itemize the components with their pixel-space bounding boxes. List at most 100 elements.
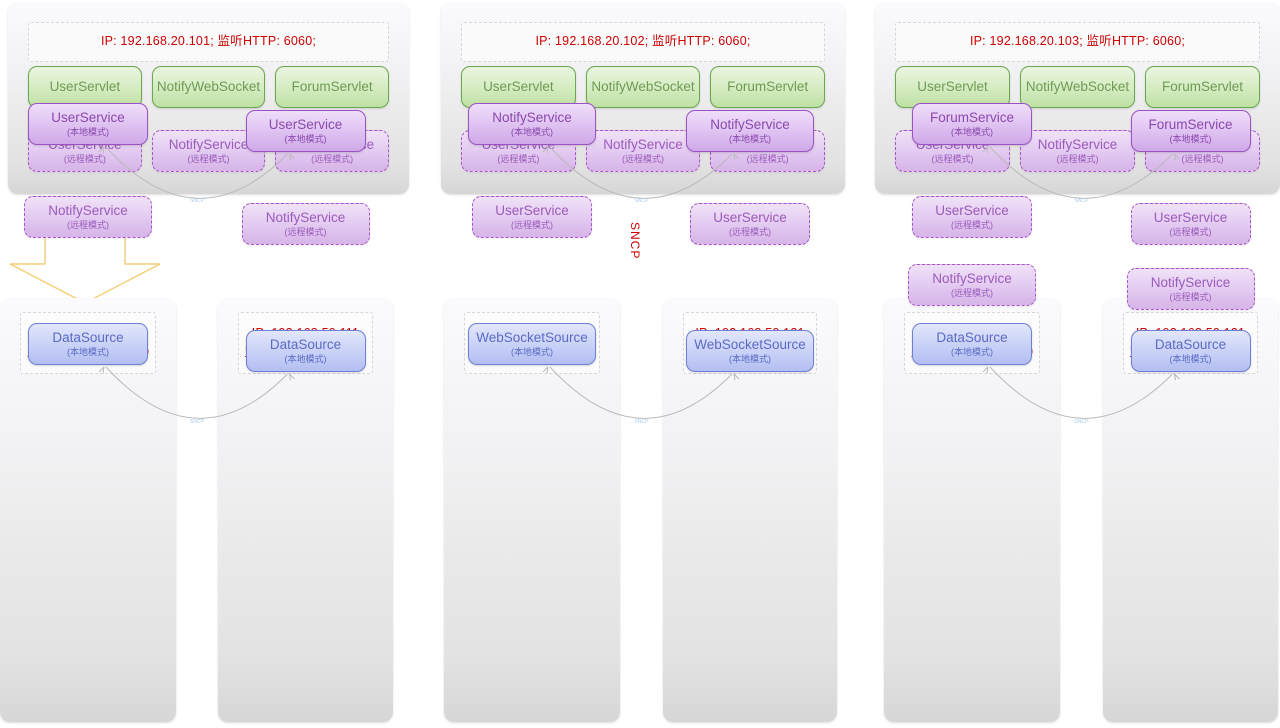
- service-box-remote: NotifyService(远程模式): [24, 196, 152, 238]
- node-title: DataSource: [269, 337, 342, 353]
- node-title: NotifyService: [1150, 275, 1231, 291]
- service-node-panel-1: IP: 192.168.50.110监听SNCP服务: 7070UserServ…: [0, 103, 176, 722]
- service-box-remote: NotifyService(远程模式): [241, 203, 370, 245]
- node-mode: (本地模式): [511, 346, 553, 357]
- service-box-remote: NotifyService(远程模式): [1126, 268, 1255, 310]
- datasource-box: WebSocketSource(本地模式): [468, 323, 596, 365]
- node-mode: (远程模式): [951, 287, 993, 298]
- node-title: UserService: [1153, 210, 1228, 226]
- service-box-local: NotifyService(本地模式): [468, 103, 596, 145]
- node-title: ForumServlet: [291, 79, 373, 95]
- sncp-link-label: SNCP: [635, 419, 650, 425]
- node-mode: (远程模式): [931, 153, 974, 164]
- ip-text: IP: 192.168.20.102; 监听HTTP: 6060;: [535, 34, 751, 49]
- service-box-remote: UserService(远程模式): [912, 196, 1032, 238]
- node-mode: (本地模式): [951, 126, 993, 137]
- web-server-panel-2: IP: 192.168.20.102; 监听HTTP: 6060; UserSer…: [441, 2, 845, 194]
- servlet-box: UserServlet: [28, 66, 142, 108]
- service-box-remote: NotifyService(远程模式): [908, 264, 1036, 306]
- node-mode: (本地模式): [67, 126, 109, 137]
- node-title: DataSource: [936, 330, 1008, 346]
- node-title: DataSource: [1154, 337, 1227, 353]
- service-box-local: UserService(本地模式): [28, 103, 148, 145]
- node-mode: (本地模式): [729, 353, 771, 364]
- node-mode: (远程模式): [187, 153, 230, 164]
- node-title: NotifyWebSocket: [156, 79, 261, 95]
- node-title: UserService: [51, 110, 125, 126]
- node-title: NotifyService: [492, 110, 572, 126]
- node-mode: (本地模式): [511, 126, 553, 137]
- node-mode: (远程模式): [284, 226, 327, 237]
- node-mode: (本地模式): [1169, 133, 1212, 144]
- service-box-remote: UserService(远程模式): [472, 196, 592, 238]
- service-node-panel-5: IP: 192.168.50.130监听SNCP服务: 7070ForumSer…: [884, 103, 1060, 722]
- web-server-ip-header: IP: 192.168.20.102; 监听HTTP: 6060;: [461, 22, 825, 62]
- node-title: UserServlet: [917, 79, 988, 95]
- web-server-panel-3: IP: 192.168.20.103; 监听HTTP: 6060; UserSer…: [875, 2, 1280, 194]
- node-title: UserServlet: [483, 79, 554, 95]
- node-mode: (本地模式): [67, 346, 109, 357]
- node-mode: (本地模式): [951, 346, 993, 357]
- ip-text: IP: 192.168.20.103; 监听HTTP: 6060;: [969, 34, 1186, 49]
- ip-text: IP: 192.168.20.101; 监听HTTP: 6060;: [100, 34, 317, 49]
- node-mode: (远程模式): [621, 153, 664, 164]
- servlet-box: UserServlet: [895, 66, 1010, 108]
- node-mode: (远程模式): [497, 153, 540, 164]
- node-mode: (本地模式): [1169, 353, 1212, 364]
- node-title: WebSocketSource: [694, 337, 806, 353]
- node-mode: (远程模式): [1181, 153, 1224, 164]
- sncp-link-label: SNCP: [190, 419, 205, 425]
- node-mode: (远程模式): [1169, 291, 1212, 302]
- node-mode: (远程模式): [63, 153, 106, 164]
- node-title: UserService: [935, 203, 1009, 219]
- node-mode: (远程模式): [746, 153, 789, 164]
- service-node-panel-3: IP: 192.168.50.120监听SNCP服务: 7070NotifySe…: [444, 103, 620, 722]
- node-title: DataSource: [52, 330, 124, 346]
- node-mode: (本地模式): [284, 353, 327, 364]
- service-node-panel-6: IP: 192.168.50.131监听SNCP服务: 7070ForumSer…: [1103, 110, 1278, 722]
- service-box-local: ForumService(本地模式): [1130, 110, 1251, 152]
- web-server-ip-header: IP: 192.168.20.103; 监听HTTP: 6060;: [895, 22, 1260, 62]
- node-title: NotifyService: [1037, 137, 1118, 153]
- node-title: NotifyService: [603, 137, 683, 153]
- node-title: UserService: [495, 203, 569, 219]
- sncp-link-label: SNCP: [1075, 419, 1090, 425]
- node-mode: (远程模式): [729, 226, 771, 237]
- node-title: NotifyWebSocket: [1025, 79, 1130, 95]
- sncp-arrow-label: SNCP: [628, 222, 642, 260]
- datasource-box: WebSocketSource(本地模式): [686, 330, 814, 372]
- servlet-box: ForumServlet: [1145, 66, 1260, 108]
- node-title: ForumService: [929, 110, 1015, 126]
- sncp-link-label: SNCP: [190, 198, 205, 204]
- node-mode: (本地模式): [284, 133, 327, 144]
- node-title: UserServlet: [49, 79, 121, 95]
- node-title: NotifyService: [48, 203, 128, 219]
- web-server-panel-1: IP: 192.168.20.101; 监听HTTP: 6060; UserSer…: [8, 2, 409, 194]
- service-box-remote: NotifyService(远程模式): [585, 130, 701, 172]
- datasource-box: DataSource(本地模式): [1130, 330, 1251, 372]
- service-box-local: NotifyService(本地模式): [686, 110, 814, 152]
- sncp-link-label: SNCP: [635, 198, 650, 204]
- servlet-box: ForumServlet: [710, 66, 825, 108]
- node-title: NotifyService: [710, 117, 790, 133]
- node-mode: (本地模式): [729, 133, 771, 144]
- node-mode: (远程模式): [1169, 226, 1212, 237]
- node-title: NotifyWebSocket: [591, 79, 695, 95]
- service-node-panel-2: IP: 192.168.50.111监听SNCP服务: 7070UserServ…: [218, 110, 393, 722]
- datasource-box: DataSource(本地模式): [912, 323, 1032, 365]
- node-title: NotifyService: [265, 210, 346, 226]
- node-mode: (远程模式): [311, 153, 354, 164]
- node-mode: (远程模式): [1056, 153, 1099, 164]
- servlet-box: NotifyWebSocket: [585, 66, 701, 108]
- service-box-remote: UserService(远程模式): [1130, 203, 1251, 245]
- service-box-local: UserService(本地模式): [245, 110, 366, 152]
- sncp-link-label: SNCP: [1075, 198, 1090, 204]
- servlet-box: ForumServlet: [275, 66, 389, 108]
- node-title: UserService: [268, 117, 343, 133]
- service-box-local: ForumService(本地模式): [912, 103, 1032, 145]
- servlet-box: UserServlet: [461, 66, 576, 108]
- service-node-panel-4: IP: 192.168.50.121监听SNCP服务: 7070NotifySe…: [663, 110, 837, 722]
- node-title: UserService: [713, 210, 787, 226]
- node-title: ForumService: [1148, 117, 1233, 133]
- service-box-remote: UserService(远程模式): [690, 203, 810, 245]
